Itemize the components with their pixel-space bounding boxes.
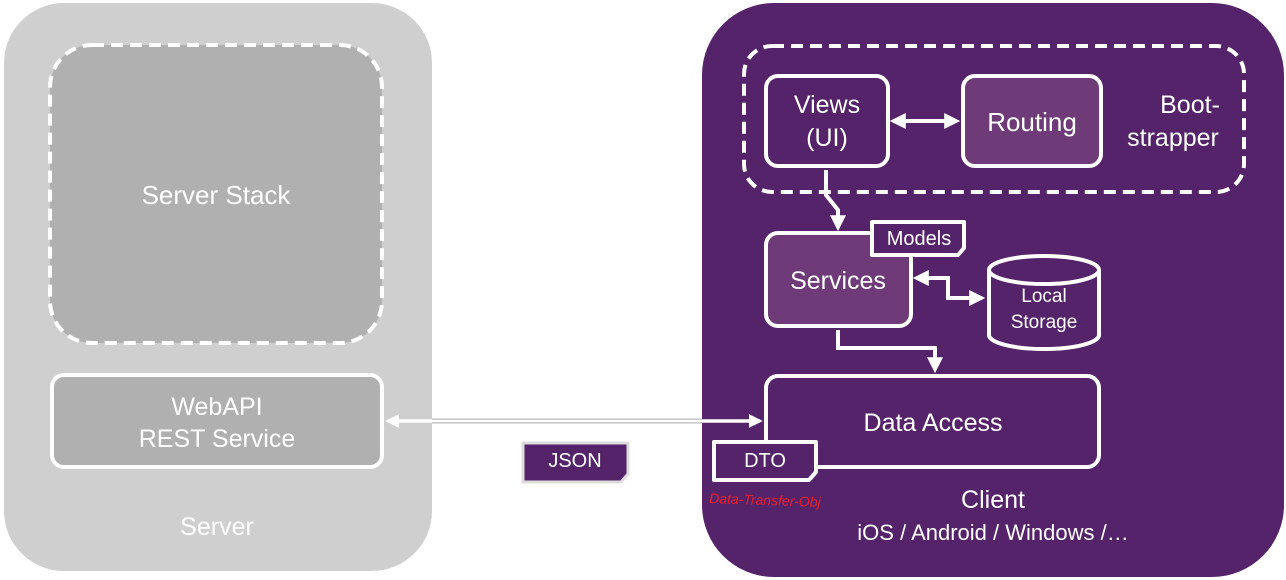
server-stack-box <box>48 43 384 345</box>
rest-service-label: REST Service <box>139 425 296 453</box>
models-tag <box>870 220 966 257</box>
local-storage-cylinder <box>987 270 1101 351</box>
services-dataaccess-arrow <box>836 330 943 374</box>
server-label: Server <box>180 513 254 541</box>
dto-tag <box>712 440 818 482</box>
bootstrapper-label-1: Boot- <box>1160 91 1220 119</box>
client-label: Client <box>961 486 1025 514</box>
views-box <box>764 74 890 168</box>
dto-label: DTO <box>744 450 786 472</box>
client-platforms: iOS / Android / Windows /… <box>857 520 1128 545</box>
views-ui-label: (UI) <box>806 124 848 152</box>
json-tag <box>521 441 630 484</box>
local-storage-top <box>987 254 1101 286</box>
models-label: Models <box>887 228 951 250</box>
routing-label: Routing <box>987 107 1077 137</box>
local-storage-label-2: Storage <box>1011 312 1078 333</box>
services-storage-arrow <box>912 270 986 306</box>
data-access-box <box>764 374 1101 469</box>
dto-annotation: Data-Transfer-Obj <box>709 490 822 510</box>
routing-box <box>961 74 1103 168</box>
webapi-box <box>50 373 384 469</box>
webapi-label: WebAPI <box>171 393 262 421</box>
bootstrapper-group <box>742 44 1246 194</box>
server-stack-label: Server Stack <box>142 180 292 210</box>
services-label: Services <box>790 267 886 295</box>
bootstrapper-label-2: strapper <box>1127 124 1219 152</box>
data-access-label: Data Access <box>864 409 1003 437</box>
local-storage-label-1: Local <box>1021 286 1066 307</box>
views-services-arrow <box>824 170 846 232</box>
json-label: JSON <box>548 450 601 472</box>
views-label: Views <box>794 91 860 119</box>
